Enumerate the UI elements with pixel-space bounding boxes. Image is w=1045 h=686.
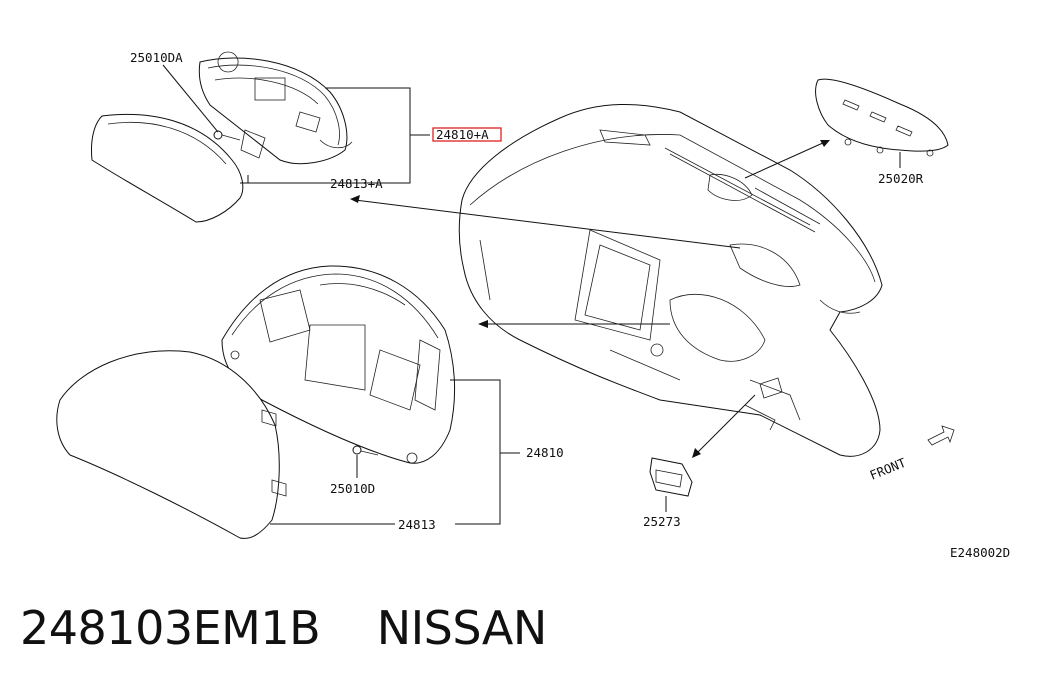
label-front: FRONT (868, 455, 909, 483)
clip-25010D-drawing (352, 445, 379, 478)
brand-name: NISSAN (376, 601, 548, 655)
front-arrow (927, 425, 955, 446)
label-25010D: 25010D (330, 481, 375, 496)
part-number: 248103EM1B (20, 601, 321, 655)
parts-diagram: 25010DA 24810+A 24813+A 25020R 24810 248… (56, 50, 1010, 560)
clip-25010DA-drawing (213, 130, 241, 141)
large-cluster-cover-drawing (56, 350, 287, 539)
diagram-id: E248002D (950, 545, 1010, 560)
label-24810: 24810 (526, 445, 564, 460)
instrument-panel-drawing (458, 104, 883, 457)
label-25273: 25273 (643, 514, 681, 529)
label-25020R: 25020R (878, 171, 924, 186)
label-24810A: 24810+A (436, 127, 489, 142)
panel-25020R-drawing (815, 78, 949, 168)
label-24813: 24813 (398, 517, 436, 532)
upper-leaders (162, 64, 430, 184)
lower-leaders (270, 379, 520, 525)
part-caption: 248103EM1B NISSAN (20, 596, 1020, 666)
label-24813A: 24813+A (330, 176, 383, 191)
dashboard-arrows (350, 140, 830, 458)
small-cluster-cover-drawing (91, 113, 244, 223)
small-cluster-drawing (198, 51, 353, 165)
highlight-box (432, 127, 502, 142)
large-cluster-drawing (221, 265, 456, 464)
label-25010DA: 25010DA (130, 50, 183, 65)
switch-25273-drawing (649, 457, 693, 512)
